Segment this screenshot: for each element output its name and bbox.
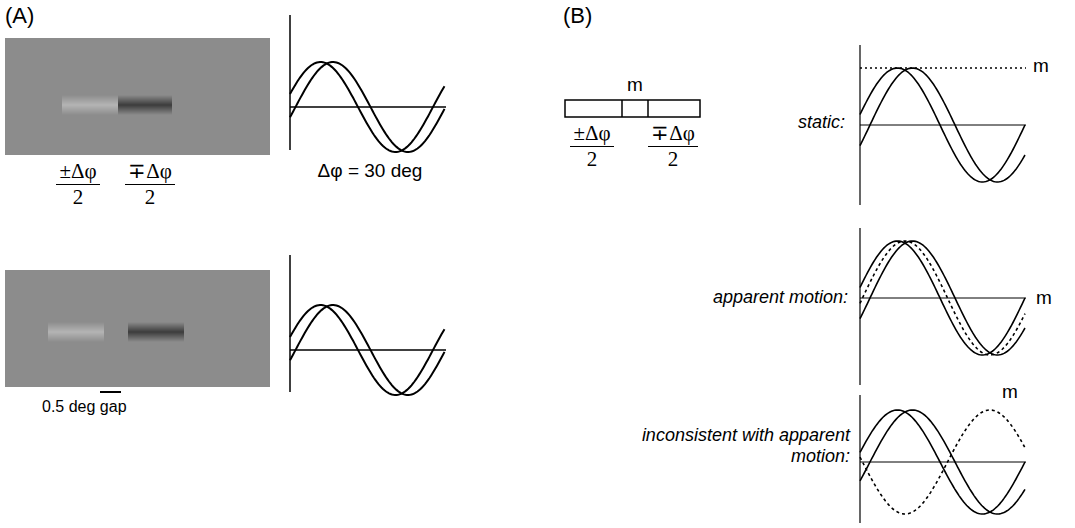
- sine-curve: [860, 68, 1025, 182]
- axis: [289, 255, 291, 392]
- mean-label: m: [1033, 55, 1049, 77]
- axis: [860, 125, 1026, 126]
- sine-curve: [290, 305, 445, 395]
- axis: [289, 15, 291, 150]
- mean-label: m: [627, 74, 643, 96]
- axis: [860, 298, 1026, 299]
- segment-divider: [621, 100, 623, 117]
- segment-divider: [647, 100, 649, 117]
- fraction-numerator: ∓Δφ: [648, 122, 698, 147]
- phase-label: Δφ = 30 deg: [318, 160, 423, 182]
- sine-curve: [860, 410, 1025, 514]
- mean-label: m: [1036, 287, 1052, 309]
- light-patch: [62, 95, 118, 115]
- axis: [859, 228, 860, 385]
- condition-label: static:: [798, 112, 845, 133]
- panel-label: (B): [563, 3, 592, 28]
- condition-label: inconsistent with apparent motion:: [610, 425, 850, 466]
- mean-line: [860, 67, 1026, 69]
- sine-curve: [860, 241, 1025, 355]
- dark-patch: [118, 95, 172, 115]
- condition-label: apparent motion:: [713, 287, 848, 308]
- sine-curve: [290, 62, 445, 152]
- fraction-numerator: ∓Δφ: [125, 160, 175, 185]
- fraction-numerator: ±Δφ: [56, 160, 99, 185]
- sine-curve: [860, 68, 1025, 182]
- fraction-denominator: 2: [73, 185, 84, 209]
- sine-curves: [290, 62, 1025, 514]
- scale-bar: [100, 391, 121, 393]
- fraction: ∓Δφ2: [648, 122, 698, 171]
- scale-label: 0.5 deg gap: [42, 398, 127, 416]
- fraction: ±Δφ2: [570, 122, 613, 171]
- stimulus-background: [5, 270, 270, 387]
- stimulus-background: [5, 38, 270, 155]
- light-patch: [48, 322, 104, 342]
- fraction: ±Δφ2: [56, 160, 99, 209]
- mean-label: m: [1002, 381, 1018, 403]
- axis: [290, 349, 446, 351]
- fraction-numerator: ±Δφ: [570, 122, 613, 147]
- axis: [860, 462, 1026, 463]
- sine-curve: [860, 241, 1025, 355]
- stimulus-bar: [565, 100, 700, 117]
- sine-curve: [290, 62, 445, 152]
- fraction-denominator: 2: [668, 147, 679, 171]
- dark-patch: [128, 322, 184, 342]
- sine-curve: [290, 305, 445, 395]
- sine-curve: [860, 410, 1025, 514]
- fraction-denominator: 2: [587, 147, 598, 171]
- fraction-denominator: 2: [145, 185, 156, 209]
- fraction: ∓Δφ2: [125, 160, 175, 209]
- sine-curve: [860, 241, 1025, 355]
- axis: [290, 106, 446, 108]
- sine-curve: [860, 410, 1025, 514]
- panel-label: (A): [5, 3, 34, 28]
